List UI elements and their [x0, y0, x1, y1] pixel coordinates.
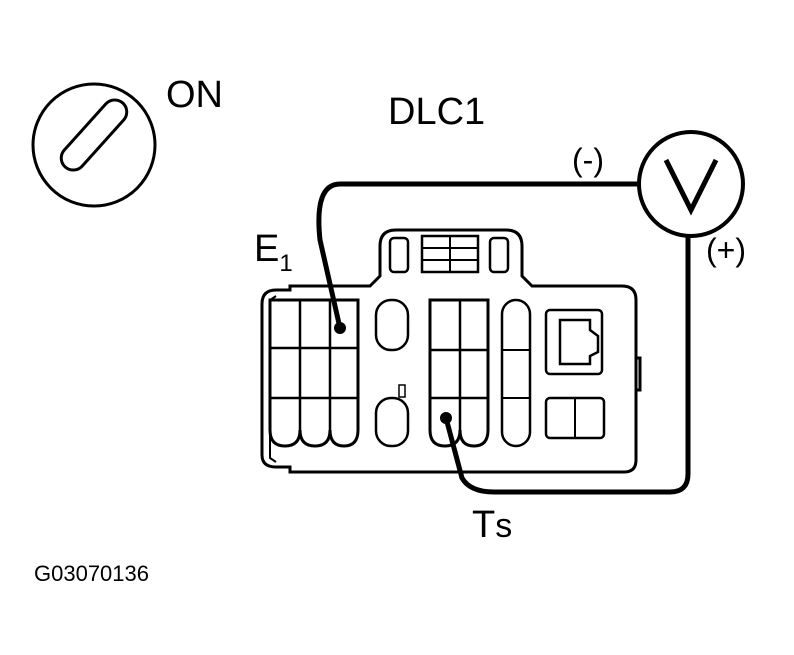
terminal-ts-main: T: [472, 504, 496, 546]
ignition-switch-icon: [31, 82, 157, 208]
terminal-e1-label: E1: [254, 228, 293, 276]
dlc1-connector: [260, 228, 642, 474]
voltmeter-icon: [637, 130, 745, 238]
connector-title: DLC1: [388, 91, 486, 133]
probe-tips: [334, 322, 452, 424]
terminal-e1-sub: 1: [279, 250, 293, 277]
terminal-ts-sub: s: [495, 507, 513, 545]
voltmeter-negative-label: (-): [572, 142, 604, 178]
figure-code: G03070136: [34, 561, 149, 586]
terminal-e1-main: E: [254, 228, 280, 270]
ignition-on-label: ON: [166, 74, 223, 116]
voltmeter-positive-label: (+): [706, 232, 746, 268]
terminal-ts-label: Ts: [472, 506, 512, 544]
test-leads: [316, 181, 691, 495]
